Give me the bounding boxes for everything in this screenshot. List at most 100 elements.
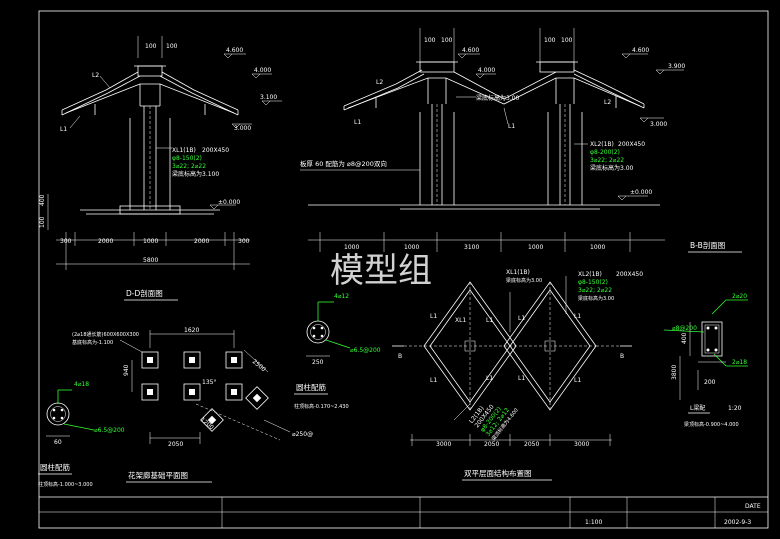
col-mid-rebar: 4⌀12 (334, 293, 349, 300)
col-mid-title: 圆柱配筋 (296, 382, 326, 392)
bb-dim-top-2: 100 (441, 37, 453, 44)
bs-scale: 1:20 (728, 405, 742, 412)
dd-beam-note-4: 3⌀22; 2⌀22 (172, 163, 206, 170)
bb-dim-b4: 1000 (528, 244, 543, 251)
dd-dim-total: 5800 (143, 257, 158, 264)
fp-title: 花架廊基础平面图 (128, 470, 188, 480)
scale-value: 1:100 (585, 519, 602, 526)
dd-elev-3: 3.100 (260, 94, 277, 101)
dd-dim-b2: 2000 (98, 238, 113, 245)
rp-note-left-2: 梁底标高为3.00 (506, 277, 542, 284)
col-mid-stirrup: ⌀6.5@200 (350, 347, 381, 354)
dd-left-dim-2: 100 (39, 216, 46, 228)
rp-label-l1-c: L1 (430, 377, 437, 384)
dd-beam-note-3: φ8-150(2) (172, 155, 202, 162)
rp-label-l1-h: L1 (574, 377, 581, 384)
rp-note-right-2: 200X450 (616, 271, 643, 278)
dd-elev-4: 3.000 (234, 125, 251, 132)
rp-label-l1-g: L1 (518, 375, 525, 382)
dd-beam-note-5: 梁底标高为3.100 (172, 170, 219, 178)
fp-note-2: 基底标高为-1.100 (72, 339, 113, 346)
bb-dim-top-1: 100 (424, 37, 436, 44)
dd-title: D-D剖面图 (126, 288, 163, 298)
rp-note-right-3: φ8-150(2) (578, 279, 608, 286)
bb-dim-b5: 1000 (590, 244, 605, 251)
fp-dim-5: 940 (123, 364, 130, 376)
dd-beam-note-2: 200X450 (202, 147, 229, 154)
rp-label-l1-f: L1 (574, 313, 581, 320)
rp-label-l1-b: L1 (486, 317, 493, 324)
rp-dim-3: 2050 (524, 441, 539, 448)
bs-width: 200 (704, 379, 716, 386)
col-left-rebar: 4⌀18 (74, 381, 89, 388)
bb-beam-note-r3: φ8-200(2) (590, 149, 620, 156)
bs-rebar-bottom: 2⌀18 (732, 359, 747, 366)
bs-span: 3800 (671, 365, 678, 380)
watermark: 模型组 (330, 251, 432, 291)
rp-section-b-right: B (620, 353, 624, 360)
fp-angle: 135° (202, 379, 216, 386)
date-label: DATE (745, 503, 761, 510)
column-detail-mid: 4⌀12 ⌀6.5@200 250 圆柱配筋 柱顶标高-0.170~2.430 (294, 293, 381, 410)
dd-label-l2: L2 (92, 72, 99, 79)
bb-dim-b3: 3100 (464, 244, 479, 251)
bb-elev-3: 4.600 (632, 47, 649, 54)
bb-elev-1: 4.600 (462, 47, 479, 54)
dd-dim-b5: 300 (238, 238, 250, 245)
rp-dim-4: 3000 (574, 441, 589, 448)
bb-elev-4: 3.900 (668, 63, 685, 70)
rp-note-right-4: 3⌀22; 2⌀22 (578, 287, 612, 294)
rp-dim-2: 2050 (484, 441, 499, 448)
dd-dim-b4: 2000 (194, 238, 209, 245)
bb-dim-b2: 1000 (404, 244, 419, 251)
dd-beam-note-1: XL1(1B) (172, 147, 196, 154)
bb-elev-6: ±0.000 (630, 189, 652, 196)
roof-plan: XL1 L1 L1 L1 L1 L1 L1 L1 L1 XL1(1B) 梁底标高… (392, 269, 643, 481)
col-left-stirrup: ⌀6.5@200 (94, 427, 125, 434)
bb-title: B-B剖面图 (690, 240, 725, 250)
bs-height: 400 (681, 332, 688, 344)
rp-title: 双平层面结构布置图 (464, 468, 532, 478)
bb-elev-5: 3.000 (650, 121, 667, 128)
fp-dim-2: 2500 (251, 358, 267, 373)
dd-elev-2: 4.000 (254, 67, 271, 74)
dd-dim-top-2: 100 (166, 43, 178, 50)
bb-dim-top-3: 100 (544, 37, 556, 44)
dd-left-dim-1: 400 (39, 194, 46, 206)
bb-slab-note: 板厚 60 配筋为 ⌀8@200双向 (300, 159, 387, 168)
fp-dim-4: 2050 (168, 441, 183, 448)
col-left-dim: 60 (54, 439, 62, 446)
bb-beam-note-r4: 3⌀22; 2⌀22 (590, 157, 624, 164)
bb-dim-top-4: 100 (561, 37, 573, 44)
beam-section: 2⌀20 ⌀8@200 2⌀18 400 200 3800 L梁配 1:20 梁… (663, 293, 748, 428)
bb-label-l2-left: L2 (376, 79, 383, 86)
fp-note-1: (2⌀18通长筋)600X600X300 (72, 331, 139, 338)
section-bb: 100 100 100 100 4.600 4.000 4.600 3.900 … (300, 28, 742, 253)
dd-dim-top-1: 100 (145, 43, 157, 50)
bs-title: L梁配 (690, 404, 705, 412)
rp-note-right-5: 梁底标高为3.00 (578, 295, 614, 302)
bb-beam-note-r2: 200X450 (618, 141, 645, 148)
bb-label-l2-right: L2 (604, 99, 611, 106)
rp-dim-1: 3000 (436, 441, 451, 448)
dd-dim-b1: 300 (60, 238, 72, 245)
bb-dim-b1: 1000 (344, 244, 359, 251)
section-dd: 4.600 4.000 3.100 3.000 ±0.000 100 100 L… (39, 36, 282, 301)
rp-label-l1-a: L1 (430, 313, 437, 320)
bs-stirrup: ⌀8@200 (672, 325, 697, 332)
drawing-border (38, 10, 769, 529)
dd-elev-5: ±0.000 (218, 199, 240, 206)
bs-rebar-top: 2⌀20 (732, 293, 747, 300)
bb-beam-note-left: 梁底标高为3.00 (476, 94, 520, 102)
foundation-plan: (2⌀18通长筋)600X600X300 基底标高为-1.100 1620 25… (72, 327, 313, 483)
fp-pile: ⌀250@ (292, 431, 313, 438)
dd-elev-1: 4.600 (226, 47, 243, 54)
bb-beam-note-r5: 梁底标高为3.00 (590, 164, 634, 172)
bs-subtitle: 梁顶标高-0.900~4.000 (684, 421, 739, 428)
col-left-subtitle: 柱顶标高-1.000~3.000 (38, 481, 93, 488)
rp-section-b-left: B (398, 353, 402, 360)
bb-elev-2: 4.000 (478, 67, 495, 74)
col-mid-subtitle: 柱顶标高-0.170~2.430 (294, 403, 349, 410)
rp-label-l1-d: L1 (486, 375, 493, 382)
date-value: 2002-9-3 (724, 519, 751, 526)
